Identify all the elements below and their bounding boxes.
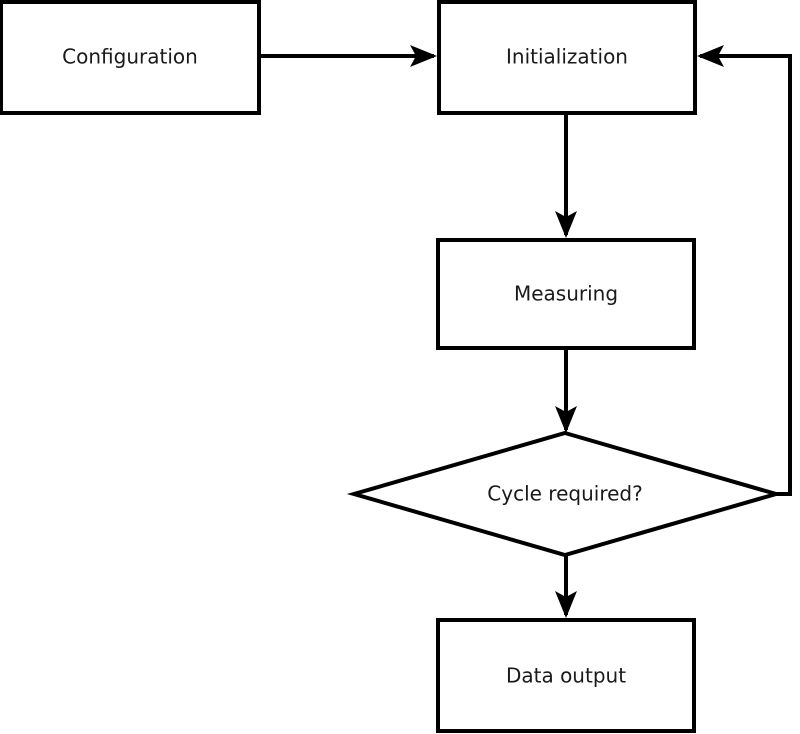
node-configuration[interactable]: Configuration	[0, 0, 261, 115]
node-configuration-box[interactable]	[0, 0, 261, 115]
arrowhead-down-icon	[555, 591, 577, 618]
edge-cycle-required-to-data-output	[555, 555, 577, 618]
node-cycle-required-diamond[interactable]	[346, 430, 784, 558]
node-data-output[interactable]: Data output	[436, 618, 696, 733]
node-data-output-box[interactable]	[436, 618, 696, 733]
node-measuring-box[interactable]	[436, 238, 696, 350]
node-configuration-label: Configuration	[62, 45, 198, 69]
node-cycle-required[interactable]: Cycle required?	[346, 430, 784, 558]
edge-line	[700, 54, 792, 496]
node-data-output-label: Data output	[506, 664, 626, 688]
node-measuring[interactable]: Measuring	[436, 238, 696, 350]
edge-measuring-to-cycle-required	[555, 348, 577, 433]
arrowhead-down-icon	[555, 406, 577, 433]
arrowhead-down-icon	[555, 211, 577, 238]
arrowhead-left-icon	[697, 45, 724, 67]
node-initialization-label: Initialization	[506, 45, 628, 69]
node-cycle-required-label: Cycle required?	[487, 482, 642, 506]
edge-initialization-to-measuring	[555, 113, 577, 238]
node-measuring-label: Measuring	[514, 282, 618, 306]
edge-configuration-to-initialization	[259, 45, 437, 67]
arrowhead-right-icon	[410, 45, 437, 67]
node-initialization-box[interactable]	[437, 0, 697, 115]
node-initialization[interactable]: Initialization	[437, 0, 697, 115]
edge-cycle-required-to-initialization-loop	[697, 45, 792, 496]
